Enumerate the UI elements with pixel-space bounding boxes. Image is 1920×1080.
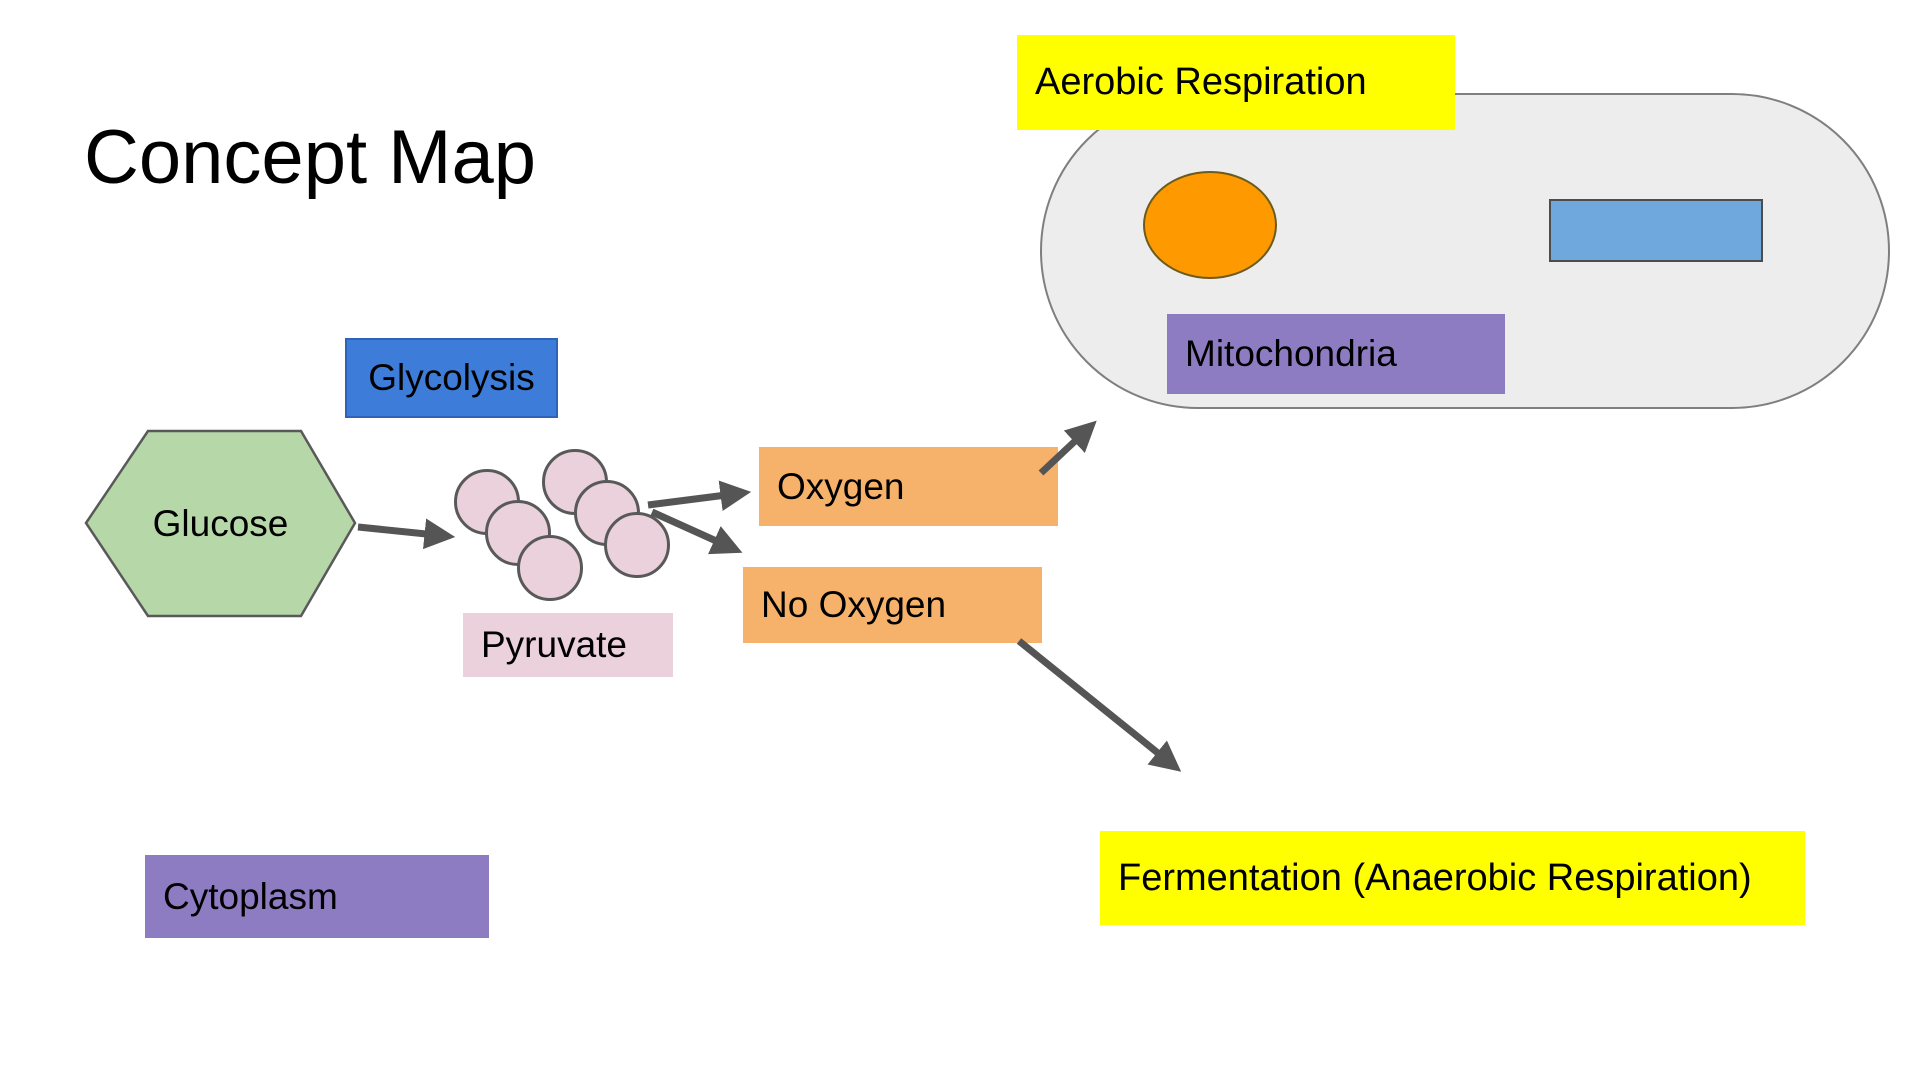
orange-ellipse-organelle <box>1143 171 1277 279</box>
glycolysis-label: Glycolysis <box>368 357 535 398</box>
mitochondria-label: Mitochondria <box>1185 333 1397 374</box>
node-aerobic-respiration: Aerobic Respiration <box>1017 35 1455 130</box>
glucose-label: Glucose <box>152 502 289 544</box>
arrow-pyruvate-to-oxygen <box>647 480 752 512</box>
node-oxygen: Oxygen <box>759 447 1058 526</box>
fermentation-label: Fermentation (Anaerobic Respiration) <box>1118 856 1752 899</box>
pyruvate-molecule <box>517 535 583 601</box>
node-glucose: Glucose <box>84 428 357 619</box>
pyruvate-molecule <box>485 500 551 566</box>
pyruvate-molecule <box>604 512 670 578</box>
arrow-glucose-to-pyruvate <box>357 518 456 550</box>
node-cytoplasm: Cytoplasm <box>145 855 489 938</box>
node-pyruvate: Pyruvate <box>463 613 673 677</box>
cytoplasm-label: Cytoplasm <box>163 875 338 917</box>
glucose-hexagon-shape <box>84 429 357 618</box>
no-oxygen-label: No Oxygen <box>761 584 947 625</box>
pyruvate-label: Pyruvate <box>481 624 628 665</box>
blue-rectangle-organelle <box>1549 199 1763 262</box>
node-glycolysis: Glycolysis <box>345 338 558 418</box>
aerobic-respiration-label: Aerobic Respiration <box>1035 61 1367 103</box>
node-no-oxygen: No Oxygen <box>743 567 1042 643</box>
arrow-no-oxygen-to-fermentation <box>1016 638 1182 772</box>
oxygen-label: Oxygen <box>777 465 905 507</box>
node-mitochondria: Mitochondria <box>1167 314 1505 394</box>
node-fermentation: Fermentation (Anaerobic Respiration) <box>1100 831 1805 925</box>
page-title: Concept Map <box>84 115 537 200</box>
